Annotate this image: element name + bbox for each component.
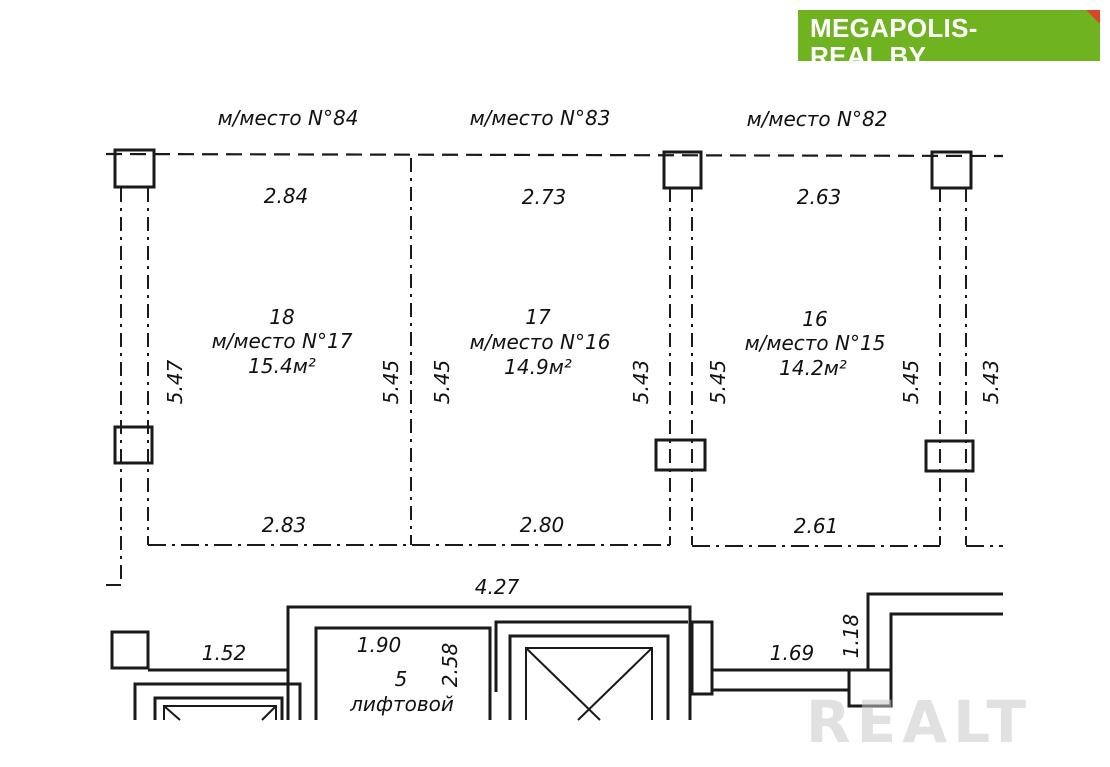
corner-flag-icon xyxy=(1086,10,1100,24)
top-label-84: м/место N°84 xyxy=(218,106,359,130)
column-axis-right xyxy=(939,188,967,545)
lift-room-name: лифтовой xyxy=(349,692,454,716)
space-18-number: 18 xyxy=(269,305,294,329)
right-room-dimension: 1.69 xyxy=(770,641,815,665)
lower-walls xyxy=(133,592,1003,720)
left-room-dimension: 1.52 xyxy=(202,641,247,665)
depth-label-6: 5.45 xyxy=(899,360,923,405)
column-axis-middle xyxy=(669,188,693,545)
space-18-name: м/место N°17 xyxy=(212,329,353,353)
lift-room-number: 5 xyxy=(395,667,408,691)
top-grid-line xyxy=(105,152,1004,158)
right-small-dimension: 1.18 xyxy=(839,614,863,659)
space-17-top-width: 2.73 xyxy=(522,185,567,209)
site-name: MEGAPOLIS-REAL.BY xyxy=(810,13,978,71)
corridor-dimension: 4.27 xyxy=(475,575,520,599)
space-18-area: 15.4м² xyxy=(248,354,316,378)
bottom-boundary xyxy=(148,544,1003,547)
lift-shaft-crosses xyxy=(163,647,653,721)
depth-label-1: 5.47 xyxy=(163,359,187,404)
lift-depth-dimension: 2.58 xyxy=(438,643,462,688)
space-16-area: 14.2м² xyxy=(779,356,847,380)
top-label-82: м/место N°82 xyxy=(747,107,888,131)
structural-columns xyxy=(110,148,975,708)
depth-label-3: 5.45 xyxy=(430,360,454,405)
top-label-83: м/место N°83 xyxy=(470,106,611,130)
realt-watermark: REALT xyxy=(806,688,1033,756)
space-16-bottom-width: 2.61 xyxy=(794,514,839,538)
site-tagline: портал о коммерческой недвижимости в Бел… xyxy=(810,71,1080,83)
depth-label-7: 5.43 xyxy=(979,360,1003,405)
space-17-name: м/место N°16 xyxy=(470,330,611,354)
space-17-bottom-width: 2.80 xyxy=(520,513,565,537)
column-axis-left xyxy=(106,188,149,586)
space-17-area: 14.9м² xyxy=(504,355,572,379)
space-16-name: м/место N°15 xyxy=(745,331,886,355)
space-17-number: 17 xyxy=(525,305,551,329)
space-18-top-width: 2.84 xyxy=(264,184,309,208)
space-16-number: 16 xyxy=(802,307,827,331)
space-18-bottom-width: 2.83 xyxy=(262,513,307,537)
lift-width-dimension: 1.90 xyxy=(357,633,402,657)
depth-label-5: 5.45 xyxy=(706,360,730,405)
space-16-top-width: 2.63 xyxy=(797,185,842,209)
depth-label-2: 5.45 xyxy=(379,360,403,405)
depth-label-4: 5.43 xyxy=(629,360,653,405)
megapolis-logo-badge[interactable]: MEGAPOLIS-REAL.BY портал о коммерческой … xyxy=(798,10,1100,83)
